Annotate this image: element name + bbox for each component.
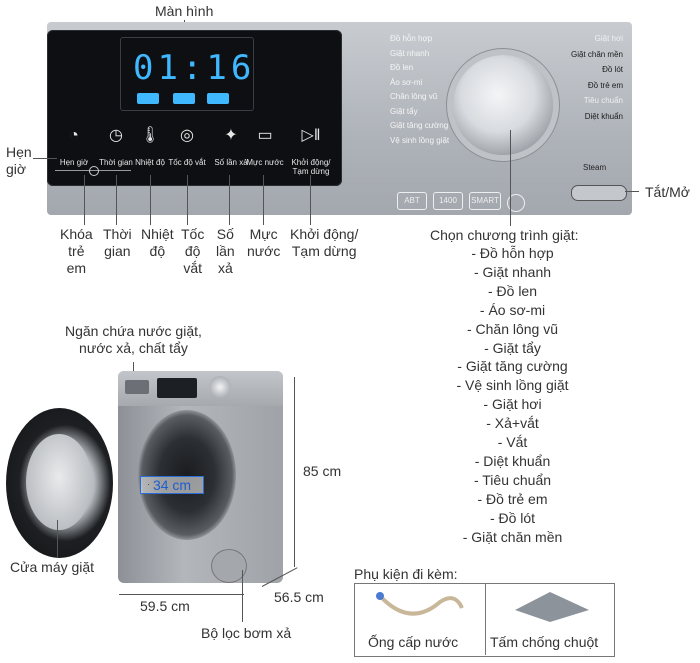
program-option[interactable]: Giặt hơi [594, 34, 623, 43]
water-hose-icon [376, 592, 464, 616]
screen-label: Màn hình [155, 3, 214, 19]
detergent-drawer [125, 380, 149, 394]
program-list-item: - Đồ lót [489, 509, 536, 526]
power-callout: Tắt/Mở [645, 184, 690, 200]
program-list-item: - Chăn lông vũ [466, 320, 559, 337]
water-level-icon[interactable]: ▭ [257, 127, 273, 144]
accessory-label: Ống cấp nước [368, 634, 459, 650]
rinse-icon[interactable]: ✦ [224, 127, 238, 144]
accessory-label: Tấm chống chuột [490, 634, 599, 650]
program-option[interactable]: Vệ sinh lồng giặt [390, 135, 450, 145]
program-option[interactable]: Áo sơ-mi [390, 77, 423, 87]
washer-knob [209, 376, 231, 398]
program-list-item: - Đồ len [487, 282, 538, 299]
button-label: Khởi động/ Tạm dừng [291, 158, 331, 176]
program-option[interactable]: Giặt nhanh [390, 48, 430, 58]
program-list-item: - Vắt [497, 434, 528, 450]
program-list-item: - Tiêu chuẩn [473, 471, 552, 488]
drain-filter [211, 549, 247, 583]
program-option[interactable]: Chăn lông vũ [390, 92, 438, 101]
program-list-title: Chọn chương trình giặt: [430, 227, 579, 243]
button-label: Tốc độ vắt [168, 158, 206, 167]
detergent-callout: Ngăn chứa nước giặt, nước xả, chất tẩy [65, 323, 202, 356]
lock-timer-icon[interactable]: ◔ [69, 127, 79, 144]
child-lock-callout: Khóa trẻ em [60, 226, 93, 276]
digital-display: 01:16 [120, 37, 254, 111]
thermometer-icon[interactable]: 🌡 [140, 127, 161, 144]
time-callout: Thời gian [103, 226, 132, 259]
water-callout: Mực nước [247, 226, 281, 259]
program-option[interactable]: Diệt khuẩn [584, 111, 623, 121]
badge: SMART [469, 192, 501, 210]
door-callout: Cửa máy giặt [10, 559, 95, 575]
program-list-item: - Vệ sinh lồng giặt [456, 377, 569, 394]
accessories-box [354, 583, 615, 657]
button-label: Thời gian [99, 158, 133, 167]
washer-display [157, 378, 197, 398]
depth-dimension: 56.5 cm [274, 589, 324, 605]
rinse-callout: Số lần xả [216, 226, 235, 276]
program-list-item: - Đồ trẻ em [477, 490, 548, 507]
program-option[interactable]: Đồ lót [602, 65, 623, 74]
display-panel [47, 30, 342, 186]
temp-callout: Nhiệt độ [141, 226, 174, 259]
button-label: Mực nước [246, 158, 284, 167]
program-list-item: - Áo sơ-mi [479, 301, 546, 318]
indicator-icon [137, 93, 159, 104]
spin-icon[interactable]: ◎ [180, 127, 194, 144]
program-option[interactable]: Đồ trẻ em [587, 80, 623, 90]
mouse-guard-icon [515, 592, 589, 622]
display-time: 01:16 [133, 48, 256, 88]
indicator-icon [207, 93, 229, 104]
height-dimension: 85 cm [303, 463, 342, 479]
child-lock-icon [89, 166, 99, 176]
door-diameter-label: 34 cm [140, 476, 204, 494]
filter-callout: Bộ lọc bơm xả [201, 625, 292, 641]
program-option[interactable]: Giặt chăn mền [570, 49, 623, 59]
play-pause-icon[interactable]: ▷‖ [301, 127, 321, 144]
program-list-item: - Diệt khuẩn [474, 452, 551, 469]
program-option[interactable]: Giặt tẩy [390, 106, 418, 116]
program-dial[interactable] [453, 55, 553, 155]
program-option[interactable]: Tiêu chuẩn [583, 96, 623, 105]
accessories-title: Phụ kiện đi kèm: [354, 566, 458, 582]
program-list-item: - Giặt hơi [483, 396, 542, 413]
button-label: Nhiệt độ [135, 158, 165, 167]
button-label: Hẹn giờ [59, 158, 89, 167]
timer-callout: Hẹn giờ [6, 144, 32, 177]
clock-icon[interactable]: ◷ [109, 127, 123, 144]
steam-badge: Steam [583, 163, 607, 172]
program-option[interactable]: Giặt tăng cường [390, 121, 449, 130]
door-glass [26, 434, 92, 530]
button-label: Số lần xả [214, 158, 248, 167]
program-list-item: - Giặt chăn mền [462, 528, 563, 545]
indicator-icon [173, 93, 195, 104]
program-option[interactable]: Đồ len [390, 63, 414, 72]
program-option[interactable]: Đồ hỗn hợp [390, 34, 433, 43]
spin-callout: Tốc độ vắt [181, 226, 205, 276]
program-list-item: - Xả+vắt [486, 415, 539, 432]
wifi-icon [507, 194, 525, 212]
program-list-item: - Đồ hỗn hợp [471, 245, 554, 261]
program-list-item: - Giặt tẩy [484, 339, 541, 356]
program-list-item: - Giặt nhanh [473, 263, 552, 280]
start-callout: Khởi động/ Tạm dừng [290, 226, 359, 259]
badge: 1400 [433, 192, 463, 210]
washer-drum [138, 410, 236, 540]
width-dimension: 59.5 cm [140, 598, 190, 614]
badge: ABT [397, 192, 427, 210]
program-list-item: - Giặt tăng cường [457, 358, 568, 375]
power-button[interactable] [571, 185, 627, 201]
